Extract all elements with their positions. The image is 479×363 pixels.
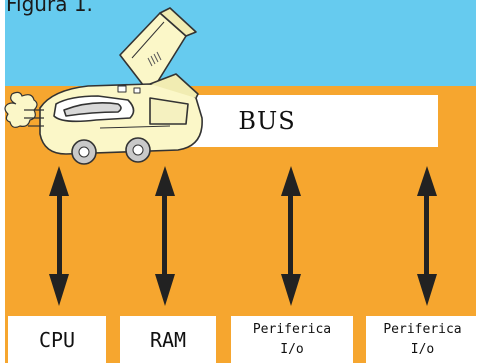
- component-ram-label: RAM: [149, 327, 187, 352]
- left-border: [0, 0, 5, 363]
- figure-caption: Figura 1.: [6, 0, 93, 16]
- sky-background: [0, 0, 479, 86]
- arrow-periferica-2: [417, 166, 437, 306]
- component-periferica-2: Periferica I/o: [366, 316, 479, 363]
- arrow-cpu: [49, 166, 69, 306]
- bus-label: BUS: [238, 107, 296, 135]
- component-periferica-1: Periferica I/o: [231, 316, 353, 363]
- right-border: [476, 0, 479, 363]
- component-periferica-2-line1: Periferica: [383, 321, 462, 337]
- component-ram: RAM: [120, 316, 216, 363]
- component-periferica-2-line2: I/o: [410, 341, 435, 357]
- arrow-periferica-1: [281, 166, 301, 306]
- component-periferica-1-line2: I/o: [280, 341, 304, 357]
- computer-car-illustration: [4, 7, 203, 165]
- component-periferica-1-line1: Periferica: [252, 321, 332, 337]
- component-cpu: CPU: [8, 316, 106, 363]
- component-cpu-label: CPU: [38, 327, 76, 352]
- arrow-ram: [155, 166, 175, 306]
